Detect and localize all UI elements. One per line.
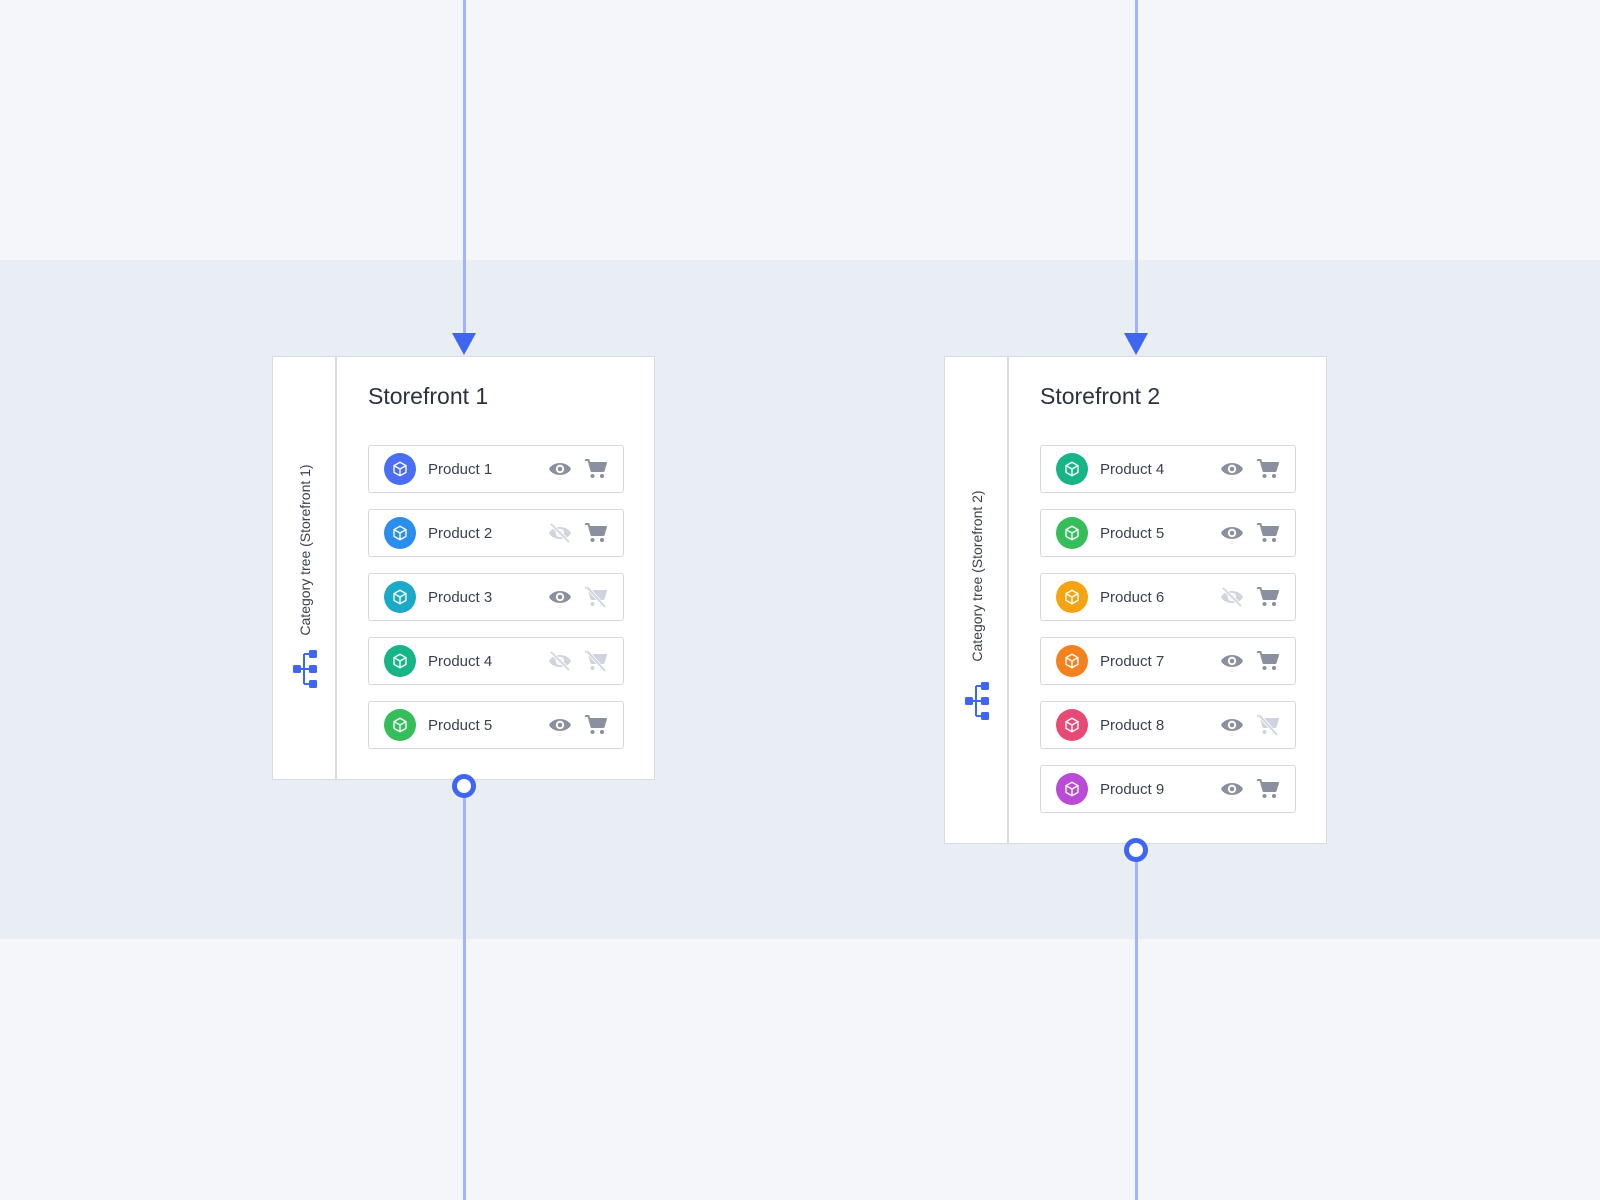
product-row[interactable]: Product 1 xyxy=(368,445,624,493)
tree-icon xyxy=(293,650,317,688)
eye-icon[interactable] xyxy=(548,458,572,480)
product-row[interactable]: Product 4 xyxy=(1040,445,1296,493)
storefront-card: Category tree (Storefront 1) Storefront … xyxy=(272,356,655,780)
storefront-title: Storefront 1 xyxy=(368,383,489,409)
product-name: Product 8 xyxy=(1100,717,1165,734)
flow-line-in xyxy=(463,0,466,334)
eye-icon[interactable] xyxy=(1220,458,1244,480)
category-tree-label: Category tree (Storefront 2) xyxy=(969,490,985,662)
cube-icon xyxy=(384,517,416,549)
cart-icon[interactable] xyxy=(584,714,608,736)
flow-arrow-icon xyxy=(452,333,476,355)
tree-icon xyxy=(965,682,989,720)
product-name: Product 2 xyxy=(428,525,493,542)
cart-icon[interactable] xyxy=(584,522,608,544)
category-tree-panel[interactable]: Category tree (Storefront 2) xyxy=(945,357,1009,843)
eye-off-icon[interactable] xyxy=(548,522,572,544)
cube-icon xyxy=(384,709,416,741)
connector-handle[interactable] xyxy=(452,774,476,798)
category-tree-label: Category tree (Storefront 1) xyxy=(297,464,313,636)
cube-icon xyxy=(1056,453,1088,485)
eye-off-icon[interactable] xyxy=(548,650,572,672)
category-tree-panel[interactable]: Category tree (Storefront 1) xyxy=(273,357,337,779)
product-name: Product 3 xyxy=(428,589,493,606)
storefront-title: Storefront 2 xyxy=(1040,383,1161,409)
product-row[interactable]: Product 6 xyxy=(1040,573,1296,621)
product-row[interactable]: Product 8 xyxy=(1040,701,1296,749)
eye-icon[interactable] xyxy=(548,586,572,608)
cube-icon xyxy=(1056,645,1088,677)
cart-off-icon[interactable] xyxy=(584,649,608,673)
cart-icon[interactable] xyxy=(1256,522,1280,544)
product-row[interactable]: Product 4 xyxy=(368,637,624,685)
cube-icon xyxy=(1056,517,1088,549)
eye-icon[interactable] xyxy=(548,714,572,736)
cube-icon xyxy=(384,581,416,613)
cube-icon xyxy=(1056,709,1088,741)
eye-icon[interactable] xyxy=(1220,778,1244,800)
product-name: Product 4 xyxy=(1100,461,1165,478)
product-name: Product 1 xyxy=(428,461,493,478)
product-name: Product 5 xyxy=(428,717,493,734)
cube-icon xyxy=(384,453,416,485)
cart-icon[interactable] xyxy=(1256,650,1280,672)
flow-arrow-icon xyxy=(1124,333,1148,355)
eye-icon[interactable] xyxy=(1220,650,1244,672)
cart-icon[interactable] xyxy=(1256,458,1280,480)
eye-icon[interactable] xyxy=(1220,522,1244,544)
product-name: Product 5 xyxy=(1100,525,1165,542)
product-row[interactable]: Product 9 xyxy=(1040,765,1296,813)
product-row[interactable]: Product 3 xyxy=(368,573,624,621)
product-name: Product 9 xyxy=(1100,781,1165,798)
product-row[interactable]: Product 5 xyxy=(368,701,624,749)
cart-icon[interactable] xyxy=(584,458,608,480)
product-name: Product 4 xyxy=(428,653,493,670)
eye-icon[interactable] xyxy=(1220,714,1244,736)
connector-handle[interactable] xyxy=(1124,838,1148,862)
cart-icon[interactable] xyxy=(1256,586,1280,608)
product-name: Product 6 xyxy=(1100,589,1165,606)
eye-off-icon[interactable] xyxy=(1220,586,1244,608)
cart-off-icon[interactable] xyxy=(584,585,608,609)
product-row[interactable]: Product 5 xyxy=(1040,509,1296,557)
flow-line-out xyxy=(1135,852,1138,1200)
product-row[interactable]: Product 7 xyxy=(1040,637,1296,685)
cart-off-icon[interactable] xyxy=(1256,713,1280,737)
flow-line-in xyxy=(1135,0,1138,334)
product-row[interactable]: Product 2 xyxy=(368,509,624,557)
cart-icon[interactable] xyxy=(1256,778,1280,800)
cube-icon xyxy=(1056,773,1088,805)
storefront-band xyxy=(0,260,1600,939)
cube-icon xyxy=(384,645,416,677)
product-name: Product 7 xyxy=(1100,653,1165,670)
flow-line-out xyxy=(463,788,466,1200)
storefront-card: Category tree (Storefront 2) Storefront … xyxy=(944,356,1327,844)
cube-icon xyxy=(1056,581,1088,613)
